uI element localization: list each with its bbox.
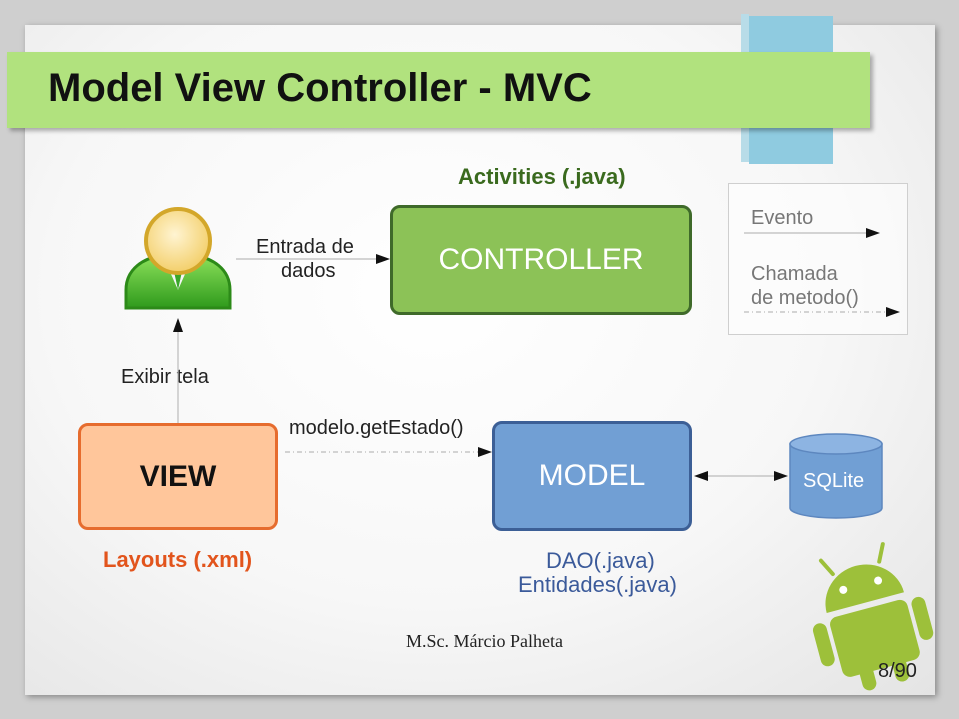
controller-box: CONTROLLER [390,205,692,315]
title-bar [7,52,870,128]
footer-author: M.Sc. Márcio Palheta [406,631,563,651]
model-box: MODEL [492,421,692,531]
view-to-user-arrow [173,318,183,423]
user-to-controller-label-line2: dados [281,260,336,282]
model-caption-line1: DAO(.java) [546,548,655,573]
model-label: MODEL [538,459,646,492]
view-to-user-label: Exibir tela [121,366,209,388]
slide-title: Model View Controller - MVC [48,66,592,110]
view-to-model-label: modelo.getEstado() [289,417,464,439]
view-box: VIEW [78,423,278,530]
android-robot-icon [812,542,934,691]
user-to-controller-arrow [236,254,390,264]
view-caption: Layouts (.xml) [103,547,253,572]
legend-method-call-arrow [744,307,900,317]
database-cylinder-icon [789,433,883,519]
legend-event-arrow [744,228,880,238]
model-caption-line2: Entidades(.java) [518,572,677,597]
controller-label: CONTROLLER [438,243,644,276]
user-avatar-icon [124,207,232,310]
view-label: VIEW [139,459,217,493]
database-label: SQLite [803,470,865,492]
legend-method-call-label-line2: de metodo() [751,287,859,309]
user-to-controller-label-line1: Entrada de [256,236,354,258]
page-number-overlay: 8/90 [878,660,917,682]
legend-method-call-label-line1: Chamada [751,263,838,285]
view-to-model-arrow [285,447,492,457]
legend-event-label: Evento [751,207,814,229]
legend-box [728,183,908,335]
model-to-database-arrow [694,471,788,481]
controller-caption: Activities (.java) [458,164,626,189]
